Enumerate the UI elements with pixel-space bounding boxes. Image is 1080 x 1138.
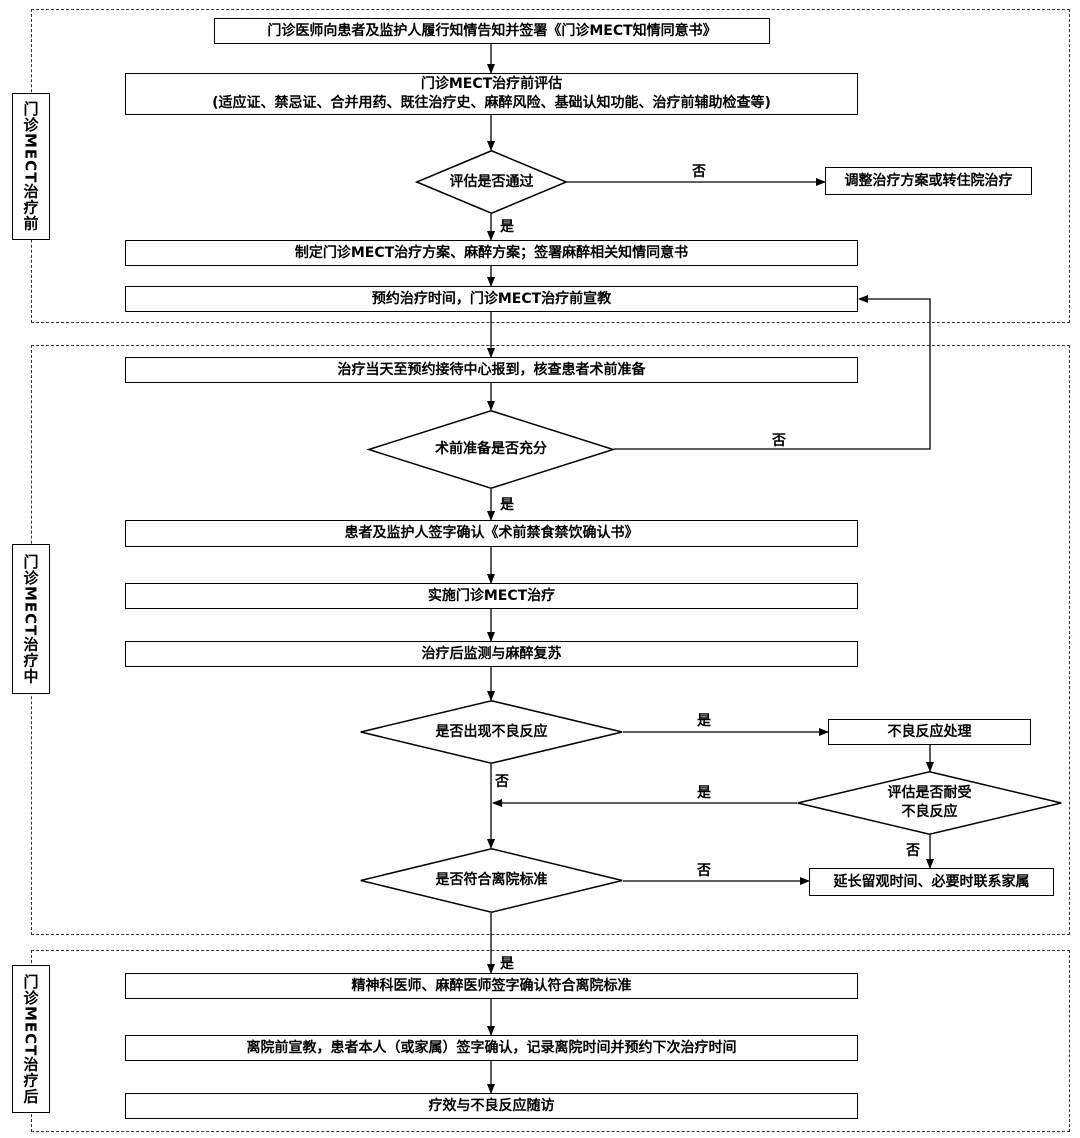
decision-discharge-criteria-text: 是否符合离院标准 [435, 872, 548, 888]
step-pre-assessment-detail: (适应证、禁忌证、合并用药、既往治疗史、麻醉风险、基础认知功能、治疗前辅助检查等… [212, 95, 771, 111]
step-doctors-confirm-text: 精神科医师、麻醉医师签字确认符合离院标准 [351, 977, 632, 994]
step-make-plan-text: 制定门诊MECT治疗方案、麻醉方案；签署麻醉相关知情同意书 [294, 244, 689, 261]
phase-during-label: 门诊MECT治疗中 [12, 544, 50, 694]
decision-discharge-criteria: 是否符合离院标准 [360, 847, 623, 914]
step-check-in-text: 治疗当天至预约接待中心报到，核查患者术前准备 [337, 361, 646, 378]
step-discharge-education: 离院前宣教，患者本人（或家属）签字确认，记录离院时间并预约下次治疗时间 [125, 1035, 858, 1061]
phase-post-label: 门诊MECT治疗后 [12, 965, 50, 1113]
decision-adverse-reaction: 是否出现不良反应 [360, 699, 623, 765]
step-schedule-text: 预约治疗时间，门诊MECT治疗前宣教 [371, 290, 612, 307]
step-monitor-text: 治疗后监测与麻醉复苏 [421, 645, 562, 662]
step-fasting-confirm: 患者及监护人签字确认《术前禁食禁饮确认书》 [125, 520, 858, 547]
decision-adverse-reaction-text: 是否出现不良反应 [435, 723, 548, 740]
decision-tolerate-line1: 评估是否耐受 [887, 785, 972, 801]
step-pre-assessment-title: 门诊MECT治疗前评估 [420, 76, 563, 92]
label-prep-no: 否 [772, 433, 786, 449]
decision-assessment-pass-text: 评估是否通过 [449, 173, 534, 190]
step-monitor: 治疗后监测与麻醉复苏 [125, 641, 858, 667]
decision-tolerate: 评估是否耐受 不良反应 [797, 770, 1062, 836]
step-implement: 实施门诊MECT治疗 [125, 583, 858, 609]
decision-assessment-pass: 评估是否通过 [414, 149, 569, 215]
decision-tolerate-line2: 不良反应 [901, 804, 958, 820]
label-discharge-no: 否 [697, 863, 711, 879]
label-pass-no: 否 [692, 164, 706, 180]
step-adverse-handling-text: 不良反应处理 [887, 723, 972, 740]
label-adverse-yes: 是 [697, 713, 711, 729]
decision-prep-sufficient: 术前准备是否充分 [366, 409, 616, 490]
step-adjust-plan: 调整治疗方案或转住院治疗 [825, 167, 1032, 195]
step-informed-consent-text: 门诊医师向患者及监护人履行知情告知并签署《门诊MECT知情同意书》 [267, 22, 717, 39]
step-pre-assessment: 门诊MECT治疗前评估 (适应证、禁忌证、合并用药、既往治疗史、麻醉风险、基础认… [125, 73, 858, 115]
step-adjust-plan-text: 调整治疗方案或转住院治疗 [844, 172, 1013, 189]
step-extend-stay-text: 延长留观时间、必要时联系家属 [833, 873, 1030, 890]
phase-pre-label: 门诊MECT治疗前 [12, 93, 50, 240]
label-pass-yes: 是 [500, 219, 514, 235]
step-doctors-confirm: 精神科医师、麻醉医师签字确认符合离院标准 [125, 973, 858, 999]
decision-prep-sufficient-text: 术前准备是否充分 [435, 441, 547, 457]
label-tolerate-yes: 是 [697, 785, 711, 801]
step-followup: 疗效与不良反应随访 [125, 1093, 858, 1119]
step-implement-text: 实施门诊MECT治疗 [427, 587, 556, 604]
step-adverse-handling: 不良反应处理 [828, 719, 1031, 745]
arrow-prep-no-back-to-schedule [614, 295, 931, 450]
label-tolerate-no: 否 [906, 843, 920, 859]
step-make-plan: 制定门诊MECT治疗方案、麻醉方案；签署麻醉相关知情同意书 [125, 240, 858, 266]
step-followup-text: 疗效与不良反应随访 [428, 1097, 555, 1114]
step-check-in: 治疗当天至预约接待中心报到，核查患者术前准备 [125, 357, 858, 383]
phase-during-text: 门诊MECT治疗中 [21, 553, 40, 685]
label-discharge-yes: 是 [500, 956, 514, 972]
step-schedule: 预约治疗时间，门诊MECT治疗前宣教 [125, 286, 858, 312]
step-informed-consent: 门诊医师向患者及监护人履行知情告知并签署《门诊MECT知情同意书》 [214, 18, 770, 44]
phase-pre-text: 门诊MECT治疗前 [21, 101, 40, 232]
step-discharge-education-text: 离院前宣教，患者本人（或家属）签字确认，记录离院时间并预约下次治疗时间 [246, 1039, 737, 1056]
step-extend-stay: 延长留观时间、必要时联系家属 [809, 868, 1054, 896]
step-fasting-confirm-text: 患者及监护人签字确认《术前禁食禁饮确认书》 [344, 525, 639, 541]
label-prep-yes: 是 [500, 497, 514, 513]
phase-post-text: 门诊MECT治疗后 [21, 973, 40, 1105]
label-adverse-no: 否 [495, 774, 509, 790]
